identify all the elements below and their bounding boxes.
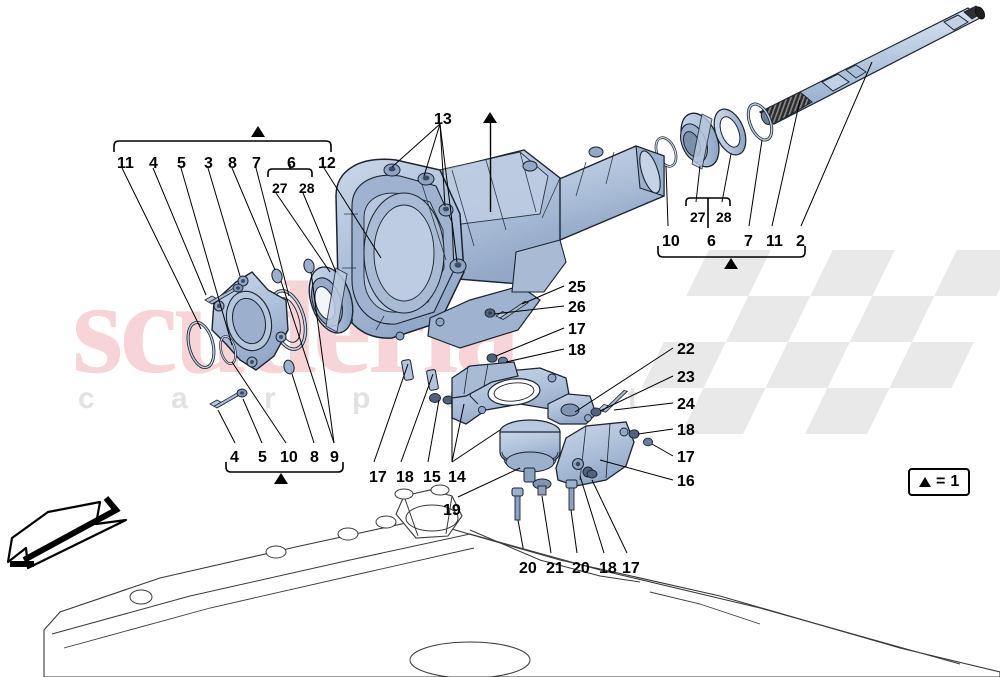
part-bearing-cover: [211, 271, 289, 371]
callout-19: 19: [443, 502, 461, 519]
callout-8-left: 8: [228, 155, 237, 172]
callout-3-left: 3: [204, 155, 213, 172]
part-dowel-pins: [271, 258, 315, 375]
callout-21: 21: [546, 560, 564, 577]
callout-13: 13: [434, 111, 452, 128]
group-marker-bottom-left: [274, 473, 288, 484]
callout-7-right: 7: [744, 233, 753, 250]
part-bearing-left: [308, 266, 354, 334]
part-shield-arm-left: [451, 361, 519, 399]
housing-stud-bosses: [383, 146, 604, 274]
part-support-bracket: [547, 393, 597, 425]
part-cover-bolts: [204, 283, 248, 409]
part-small-hardware: [401, 359, 454, 405]
group-brackets: [113, 140, 806, 473]
legend-box: = 1: [908, 468, 971, 496]
callout-17-right: 17: [677, 449, 695, 466]
callout-25: 25: [568, 279, 586, 296]
callout-9: 9: [330, 449, 339, 466]
callout-11-right: 11: [766, 233, 783, 250]
callout-22: 22: [677, 341, 695, 358]
part-bearing-race-right: [713, 108, 747, 156]
callout-10-bottom: 10: [280, 449, 298, 466]
callout-4-left: 4: [149, 155, 158, 172]
part-lower-fasteners: [511, 469, 598, 521]
leader-lines: [121, 61, 873, 554]
callout-17-lower: 17: [369, 469, 387, 486]
callout-10-right: 10: [662, 233, 680, 250]
legend-triangle-icon: [919, 477, 931, 487]
callout-12: 12: [318, 155, 336, 172]
part-subframe: [43, 484, 1000, 677]
part-heat-shield: [555, 421, 654, 487]
group-marker-top-center: [483, 112, 497, 123]
group-marker-top-right: [724, 258, 738, 269]
part-gearbox-housing: [335, 145, 665, 349]
callout-7-left: 7: [252, 155, 261, 172]
legend-equals: =: [936, 473, 946, 490]
callout-14: 14: [448, 469, 466, 486]
direction-arrow-icon: [6, 496, 128, 570]
callout-18-right: 18: [677, 422, 695, 439]
callout-24: 24: [677, 396, 695, 413]
callout-28-left: 28: [299, 180, 315, 196]
part-seal-ring-right: [746, 102, 774, 142]
callout-26: 26: [568, 299, 586, 316]
callout-27-right: 27: [690, 209, 706, 225]
callout-18-bottom: 18: [599, 560, 617, 577]
callout-5-left: 5: [177, 155, 186, 172]
callout-17-upper: 17: [568, 321, 586, 338]
callout-20-a: 20: [519, 560, 537, 577]
callout-16: 16: [677, 473, 695, 490]
part-bearing-assembly-right: [680, 112, 720, 170]
callout-6-right: 6: [707, 233, 716, 250]
part-rubber-mount: [499, 419, 561, 483]
callout-20-b: 20: [572, 560, 590, 577]
callout-18-lower: 18: [396, 469, 414, 486]
callout-28-right: 28: [716, 209, 732, 225]
group-marker-top-center-stem: [489, 122, 492, 212]
group-marker-top-left: [251, 126, 265, 137]
part-support-bolt: [590, 389, 632, 417]
callout-18-upper: 18: [568, 342, 586, 359]
callout-11-left: 11: [117, 155, 134, 172]
callout-4-bottom: 4: [230, 449, 239, 466]
callout-23: 23: [677, 369, 695, 386]
callout-8-bottom: 8: [310, 449, 319, 466]
part-snap-ring-left: [186, 320, 216, 370]
legend-value: 1: [950, 473, 960, 490]
part-input-shaft: [758, 5, 986, 125]
part-mount-bolt-long-19: [511, 487, 524, 521]
part-shim-ring-left: [219, 335, 237, 365]
callout-5-bottom: 5: [258, 449, 267, 466]
callout-17-bottom: 17: [622, 560, 640, 577]
callout-2: 2: [796, 233, 805, 250]
callout-6-left: 6: [287, 155, 296, 172]
callout-27-left: 27: [272, 180, 288, 196]
callout-15: 15: [423, 469, 441, 486]
part-housing-bolt: [484, 300, 530, 321]
